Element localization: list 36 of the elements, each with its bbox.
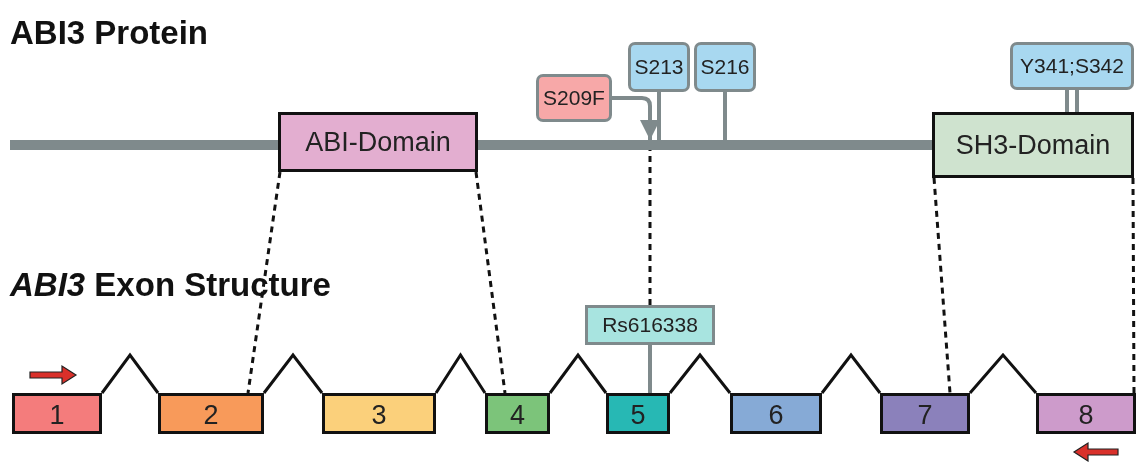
connector-line — [968, 352, 1038, 394]
connector-line — [1075, 90, 1079, 112]
connector-line — [723, 92, 727, 140]
exon-box: 6 — [730, 393, 822, 434]
connector-line — [668, 352, 732, 394]
dashed-line — [648, 150, 652, 305]
variant-tag: Rs616338 — [585, 305, 715, 345]
connector-line — [1065, 90, 1069, 112]
dashed-line — [246, 171, 282, 394]
exon-box: 1 — [12, 393, 102, 434]
dashed-line — [932, 177, 952, 394]
section-heading: ABI3 Exon Structure — [10, 266, 331, 304]
exon-box: 3 — [322, 393, 436, 434]
connector-line — [434, 352, 487, 394]
exon-box: 2 — [158, 393, 264, 434]
connector-line — [648, 345, 652, 393]
site-tag: S216 — [694, 42, 756, 92]
exon-box: 7 — [880, 393, 970, 434]
connector-line — [820, 352, 882, 394]
connector-line — [262, 352, 324, 394]
domain-box: ABI-Domain — [278, 112, 478, 172]
site-tag: Y341;S342 — [1010, 42, 1134, 90]
dashed-line — [1131, 178, 1136, 393]
exon-box: 8 — [1036, 393, 1136, 434]
connector-line — [657, 92, 661, 140]
domain-box: SH3-Domain — [932, 112, 1134, 178]
section-heading: ABI3 Protein — [10, 14, 209, 52]
connector-line — [100, 352, 160, 394]
site-tag: S213 — [628, 42, 690, 92]
site-tag: S209F — [536, 74, 612, 122]
connector-line — [548, 352, 608, 394]
protein-bar — [478, 140, 932, 150]
exon-box: 4 — [485, 393, 550, 434]
arrow — [612, 96, 660, 140]
dashed-line — [474, 171, 507, 394]
exon-box: 5 — [606, 393, 670, 434]
